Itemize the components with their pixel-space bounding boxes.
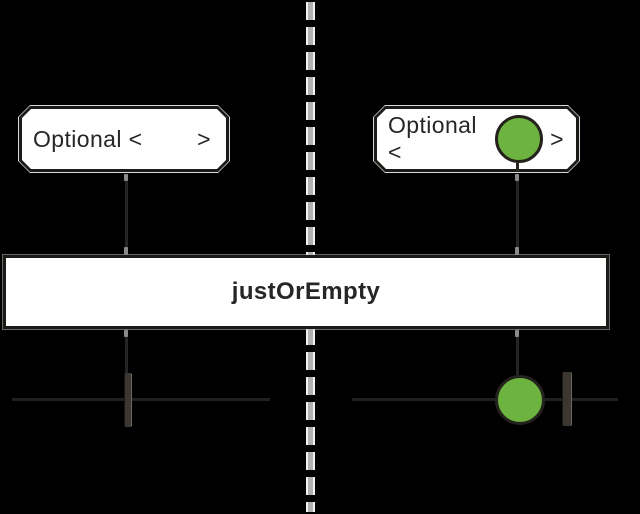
- complete-tick: [124, 373, 132, 427]
- optional-value-box: Optional < >: [373, 105, 580, 173]
- input-connector-left: [125, 174, 128, 255]
- connector-nub: [124, 174, 128, 181]
- optional-type-label: Optional <: [33, 125, 143, 152]
- optional-empty-box: Optional < >: [18, 105, 230, 173]
- value-marble-icon: [495, 115, 543, 163]
- operator-label: justOrEmpty: [231, 278, 381, 305]
- input-connector-right: [516, 181, 519, 255]
- angle-close-bracket: >: [550, 125, 564, 152]
- angle-close-bracket: >: [197, 125, 211, 152]
- optional-empty-box-border: Optional < >: [19, 106, 229, 172]
- complete-tick: [562, 372, 572, 426]
- connector-nub: [124, 330, 128, 337]
- output-marble-icon: [495, 375, 545, 425]
- output-timeline-left: [12, 398, 270, 401]
- optional-value-box-border: Optional < >: [374, 106, 579, 172]
- connector-nub: [515, 330, 519, 337]
- output-connector-right: [516, 329, 519, 377]
- connector-nub: [515, 174, 519, 181]
- connector-nub: [124, 247, 128, 255]
- connector-nub: [515, 247, 519, 255]
- output-timeline-right: [352, 398, 618, 401]
- output-connector-left: [125, 329, 128, 398]
- optional-type-label: Optional <: [388, 112, 477, 165]
- operator-box: justOrEmpty: [3, 255, 609, 329]
- marble-stem: [516, 162, 519, 172]
